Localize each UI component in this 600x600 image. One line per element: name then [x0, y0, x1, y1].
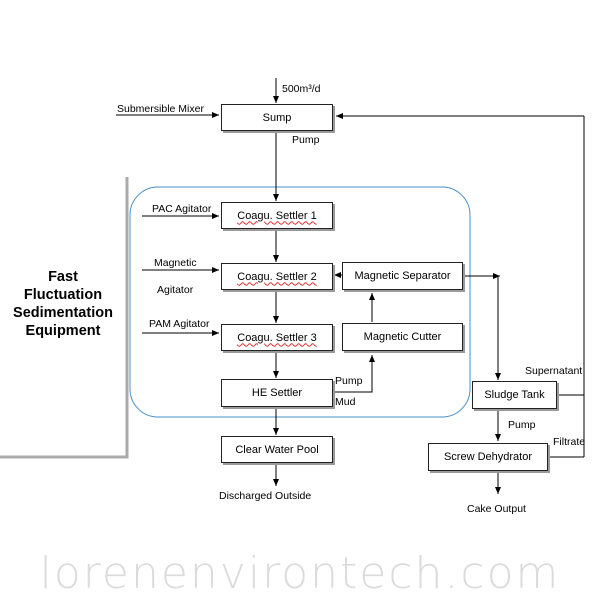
pam-agitator-label: PAM Agitator: [149, 318, 210, 330]
magnetic-agitator-label-line1: Magnetic: [154, 257, 197, 269]
pump-label-1: Pump: [292, 134, 320, 146]
coagu-settler-3-label: Coagu. Settler 3: [237, 331, 317, 344]
equipment-title-line-1: Fast: [48, 269, 78, 285]
coagu-settler-1-box: Coagu. Settler 1: [221, 202, 333, 229]
inflow-label: 500m³/d: [282, 83, 321, 95]
sump-box: Sump: [221, 104, 333, 131]
equipment-group-outline: [129, 186, 471, 418]
coagu-settler-2-box: Coagu. Settler 2: [221, 263, 333, 290]
discharged-outside-label: Discharged Outside: [219, 490, 312, 502]
equipment-title: Fast Fluctuation Sedimentation Equipment: [4, 268, 122, 340]
magnetic-cutter-box: Magnetic Cutter: [342, 323, 463, 351]
magnetic-separator-box: Magnetic Separator: [342, 262, 463, 290]
coagu-settler-3-box: Coagu. Settler 3: [221, 324, 333, 351]
equipment-title-line-4: Equipment: [25, 323, 101, 339]
watermark: lorenenvirontech.com: [39, 548, 561, 599]
pac-agitator-label: PAC Agitator: [152, 203, 212, 215]
mud-label: Mud: [335, 396, 356, 408]
clear-water-pool-box: Clear Water Pool: [221, 436, 333, 463]
he-settler-box: HE Settler: [221, 379, 333, 407]
supernatant-label: Supernatant: [525, 365, 583, 377]
screw-dehydrator-box: Screw Dehydrator: [428, 443, 548, 471]
magnetic-agitator-label-line2: Agitator: [157, 284, 194, 296]
sludge-tank-box: Sludge Tank: [472, 381, 557, 409]
equipment-title-line-2: Fluctuation: [23, 287, 103, 303]
coagu-settler-2-label: Coagu. Settler 2: [237, 270, 317, 283]
submersible-mixer-label: Submersible Mixer: [117, 103, 204, 115]
equipment-title-line-3: Sedimentation: [13, 305, 113, 321]
equipment-bracket: [0, 177, 129, 459]
filtrate-label: Filtrate: [553, 436, 586, 448]
pump-label-2: Pump: [335, 375, 363, 387]
coagu-settler-1-label: Coagu. Settler 1: [237, 209, 317, 222]
pump-label-3: Pump: [508, 419, 536, 431]
cake-output-label: Cake Output: [467, 503, 526, 515]
